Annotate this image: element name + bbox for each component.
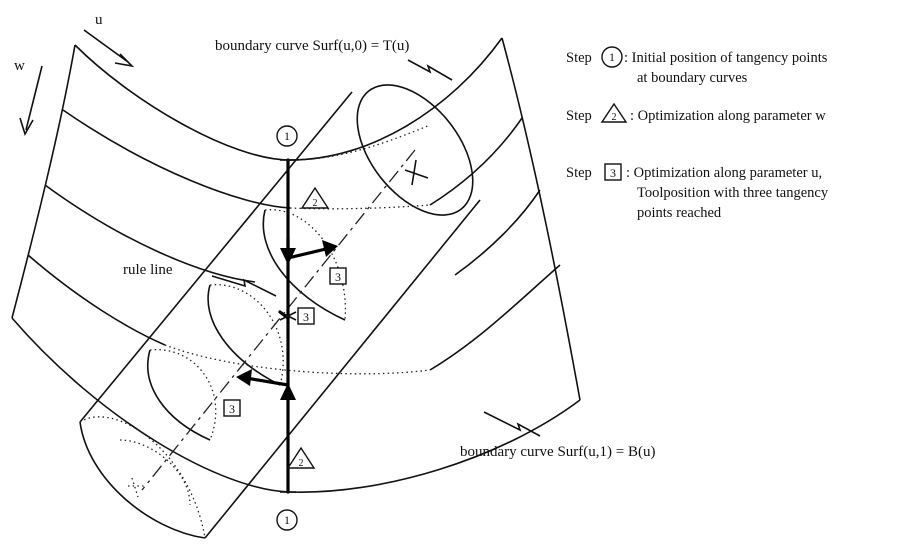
legend-step1-line2: at boundary curves — [637, 70, 748, 86]
marker-step1-bottom: 1 — [276, 509, 298, 531]
tool-top-end — [356, 84, 474, 216]
tool-bottom-end-front — [79, 421, 206, 539]
marker-step2-top: 2 — [300, 186, 330, 209]
svg-text:2: 2 — [299, 458, 304, 469]
tool-ring-lower — [147, 349, 211, 441]
legend-step1-number: 1 — [609, 50, 615, 64]
tool-ring-top — [262, 209, 346, 321]
marker-step3-lower: 3 — [223, 399, 241, 417]
boundary-bottom-leader — [483, 411, 541, 437]
parameter-axes: u w — [14, 12, 135, 136]
iso-curve-3-right — [429, 264, 561, 371]
boundary-top-leader — [407, 59, 453, 81]
legend-step2-word: Step — [566, 108, 592, 124]
legend-step3-word: Step — [566, 165, 592, 181]
optimization-arrows — [236, 158, 338, 494]
legend: Step 1 : Initial position of tangency po… — [566, 46, 829, 221]
tool-bottom-end-back — [79, 416, 206, 539]
legend-step3-number: 3 — [610, 166, 616, 180]
marker-step2-bottom: 2 — [286, 446, 316, 469]
surface-left-edge — [11, 44, 76, 319]
legend-step2-line1: : Optimization along parameter w — [630, 108, 826, 124]
marker-step1-top: 1 — [276, 125, 298, 147]
tool-bottom-inner-ellipse — [119, 439, 191, 506]
rule-line-label: rule line — [123, 262, 173, 278]
tool-ring-top-back — [264, 209, 347, 321]
tool-ring-middle-back — [209, 284, 284, 386]
iso-curve-3 — [27, 254, 166, 346]
surface-right-edge — [501, 37, 581, 401]
tangency-middle-tick — [279, 311, 297, 321]
u-arrow-upper-head — [322, 240, 338, 257]
tool-ring-middle — [207, 284, 281, 386]
legend-step2: Step 2 : Optimization along parameter w — [566, 102, 826, 124]
rule-line-leader — [211, 275, 277, 297]
u-arrow-lower-head — [236, 369, 252, 386]
legend-step3-line3: points reached — [637, 205, 722, 221]
svg-text:1: 1 — [284, 513, 290, 527]
ruled-surface — [11, 37, 581, 493]
u-direction-arrow — [83, 29, 129, 63]
iso-curve-1-right — [429, 117, 523, 206]
legend-step2-number: 2 — [612, 112, 617, 123]
u-arrowhead — [114, 53, 135, 68]
boundary-bottom-label: boundary curve Surf(u,1) = B(u) — [460, 444, 656, 460]
u-arrow-upper — [286, 246, 332, 260]
w-arrowhead — [19, 117, 34, 136]
u-axis-label: u — [95, 12, 103, 28]
svg-text:1: 1 — [284, 129, 290, 143]
u-arrow-lower — [244, 376, 290, 387]
tool-silhouette-top — [79, 91, 353, 423]
legend-step1: Step 1 : Initial position of tangency po… — [566, 46, 828, 86]
tool-axis — [141, 149, 416, 491]
iso-curve-2-right — [454, 189, 541, 276]
tool-axis-bottom-tick — [128, 477, 146, 498]
w-axis-label: w — [14, 58, 25, 74]
legend-step3-line2: Toolposition with three tangency — [637, 185, 829, 201]
tool-axis-top-tick — [404, 159, 429, 186]
w-direction-arrow — [25, 65, 43, 131]
svg-text:2: 2 — [313, 198, 318, 209]
legend-step3-line1: : Optimization along parameter u, — [626, 165, 822, 181]
w-arrow-up-head — [280, 383, 296, 400]
legend-step1-word: Step — [566, 50, 592, 66]
iso-curve-1 — [62, 109, 291, 209]
svg-text:3: 3 — [335, 270, 341, 284]
svg-text:3: 3 — [229, 402, 235, 416]
iso-curve-hidden-low — [164, 344, 431, 375]
svg-text:3: 3 — [303, 310, 309, 324]
legend-step3: Step 3 : Optimization along parameter u,… — [566, 163, 829, 221]
legend-step1-line1: : Initial position of tangency points — [624, 50, 828, 66]
marker-step3-middle: 3 — [297, 307, 315, 325]
tool-ring-lower-back — [149, 349, 217, 441]
iso-curve-2 — [44, 184, 256, 283]
boundary-top-label: boundary curve Surf(u,0) = T(u) — [215, 38, 409, 54]
tool-silhouette-bottom — [204, 199, 481, 539]
cylindrical-tool — [79, 84, 481, 539]
marker-step3-upper: 3 — [329, 267, 347, 285]
